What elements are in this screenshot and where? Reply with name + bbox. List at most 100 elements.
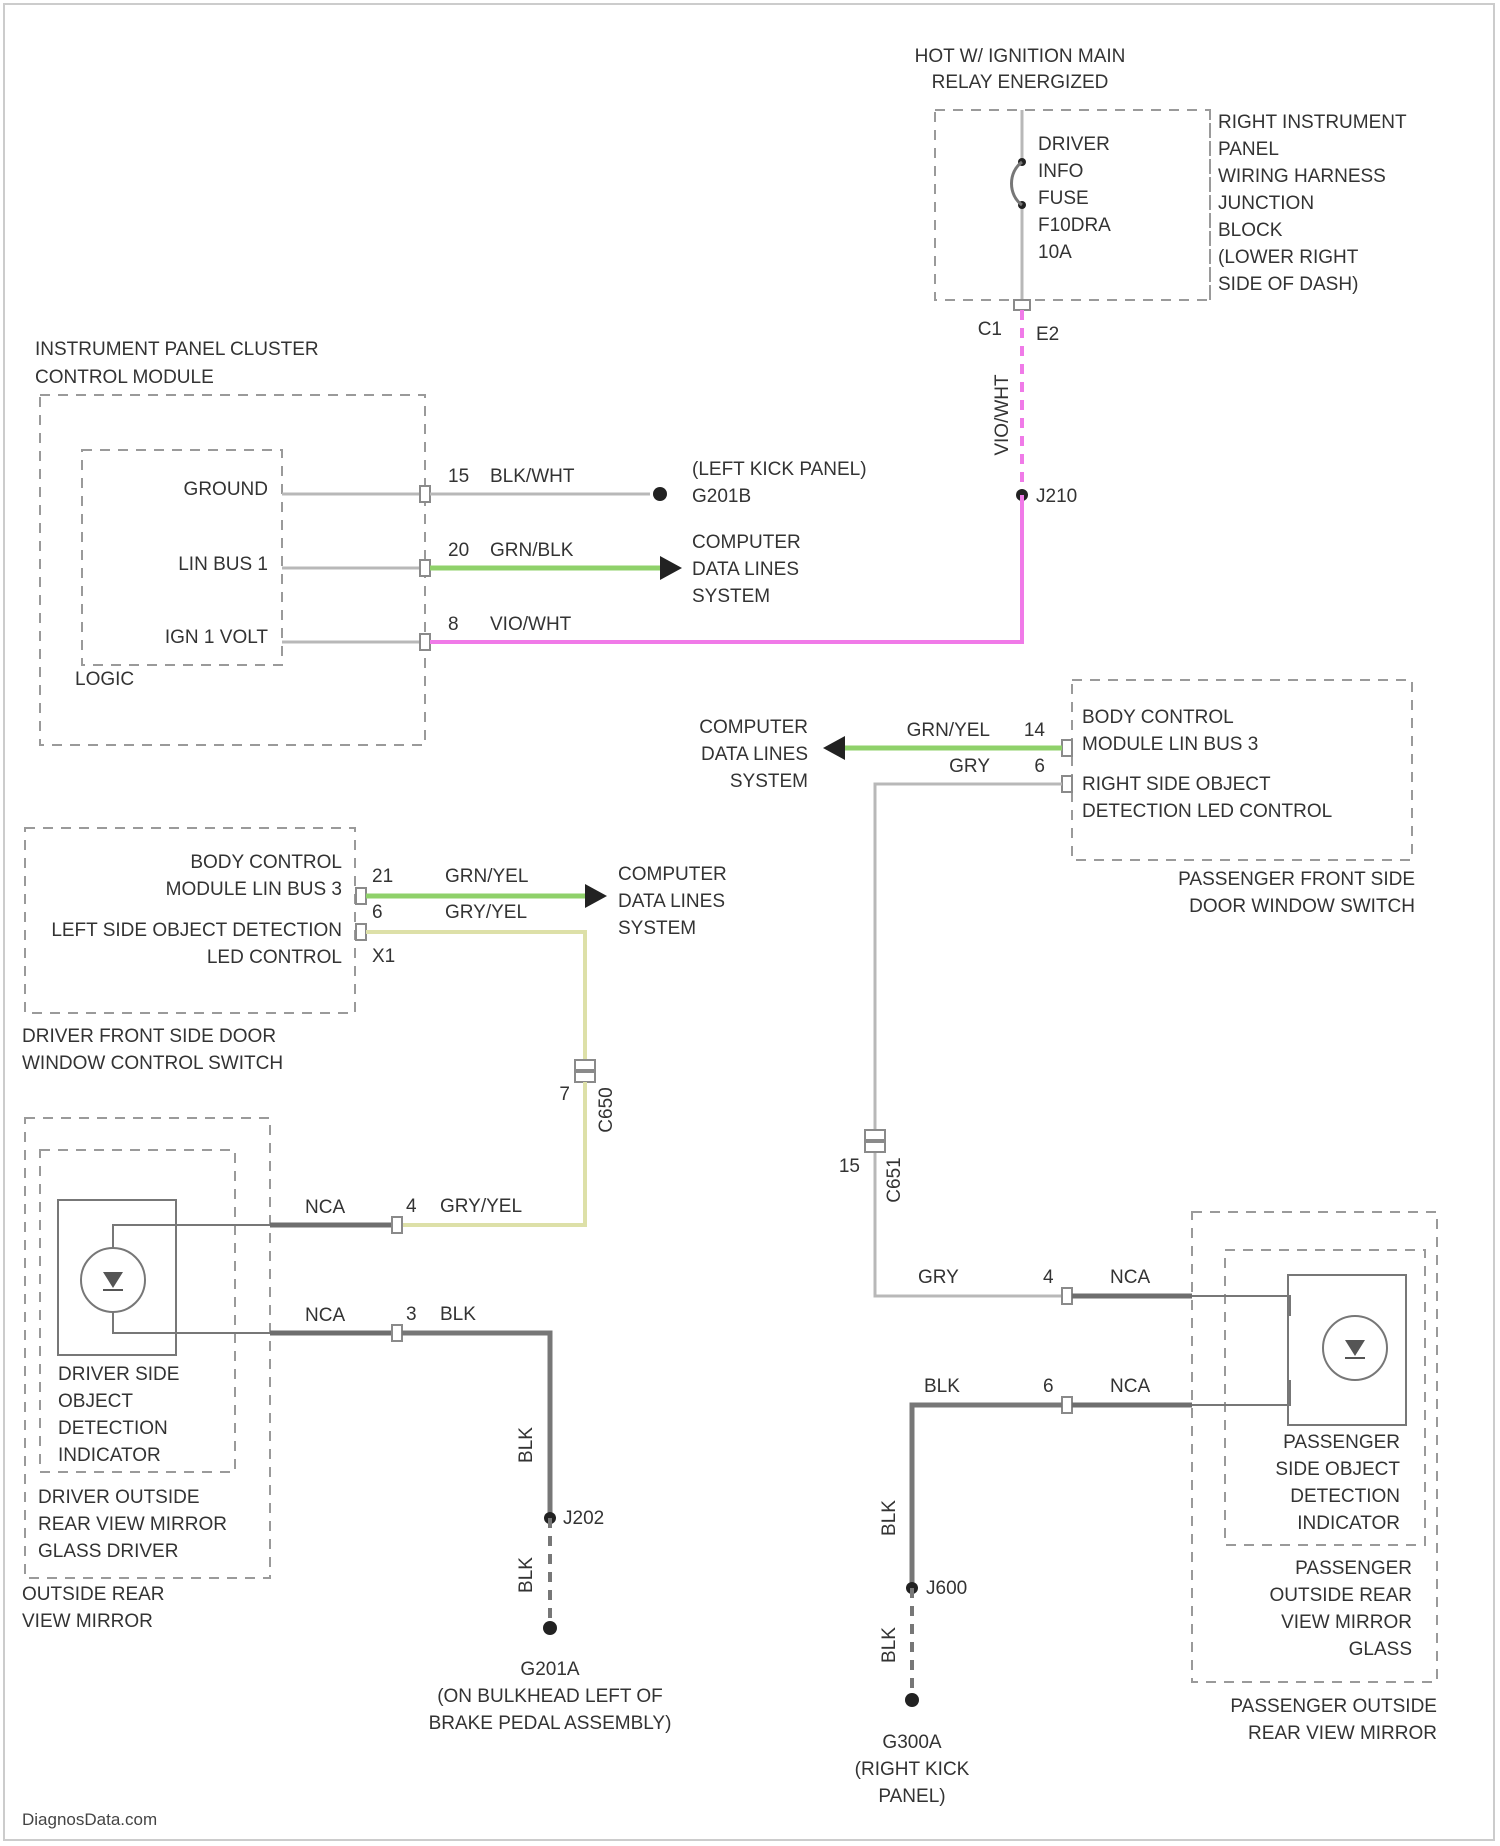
hot-relay-line1: HOT W/ IGNITION MAIN bbox=[915, 46, 1126, 67]
kick-ground-label-1: (LEFT KICK PANEL) bbox=[692, 459, 867, 480]
pass-led-control-wire bbox=[875, 784, 1062, 1296]
fuse-pin-b: E2 bbox=[1036, 324, 1059, 345]
fuse-block-connector bbox=[1014, 300, 1030, 310]
ipc-ground-label: GROUND bbox=[184, 479, 268, 500]
pink-wire-color-label: VIO/WHT bbox=[992, 374, 1013, 456]
pass-glass-label-4: GLASS bbox=[1349, 1639, 1412, 1660]
drv-switch-name-2: WINDOW CONTROL SWITCH bbox=[22, 1053, 283, 1074]
left-ground-label-1: G201A bbox=[520, 1659, 579, 1680]
drv-glass-label-2: REAR VIEW MIRROR bbox=[38, 1514, 227, 1535]
cdl3-label-3: SYSTEM bbox=[618, 918, 696, 939]
junction-block-label-7: SIDE OF DASH) bbox=[1218, 274, 1358, 295]
pass-indicator-label-2: SIDE OBJECT bbox=[1275, 1459, 1400, 1480]
pass-switch-obj-1: RIGHT SIDE OBJECT bbox=[1082, 774, 1271, 795]
pass-indicator-label-1: PASSENGER bbox=[1283, 1432, 1400, 1453]
ipc-lin-label: LIN BUS 1 bbox=[178, 554, 268, 575]
drv-lin-bus-3-arrow bbox=[585, 884, 607, 908]
kick-ground-label-2: G201B bbox=[692, 486, 751, 507]
c650-pin: 7 bbox=[559, 1084, 570, 1105]
left-ground-label-2: (ON BULKHEAD LEFT OF bbox=[437, 1686, 663, 1707]
right-ground-blk-b: BLK bbox=[879, 1627, 900, 1663]
cdl1-label-2: DATA LINES bbox=[692, 559, 799, 580]
connector-c650 bbox=[575, 1060, 595, 1070]
drv-indicator-label-4: INDICATOR bbox=[58, 1445, 161, 1466]
ipc-wire2-color: GRN/BLK bbox=[490, 540, 574, 561]
drv-color-2: BLK bbox=[440, 1304, 476, 1325]
footer-watermark: DiagnosData.com bbox=[22, 1810, 157, 1829]
drv-glass-label-1: DRIVER OUTSIDE bbox=[38, 1487, 200, 1508]
pass-switch-obj-2: DETECTION LED CONTROL bbox=[1082, 801, 1332, 822]
pass-switch-bcm-2: MODULE LIN BUS 3 bbox=[1082, 734, 1258, 755]
drv-switch-bcm-2: MODULE LIN BUS 3 bbox=[166, 879, 342, 900]
ipc-wire2-pin: 20 bbox=[448, 540, 469, 561]
ground-g201a bbox=[543, 1621, 557, 1635]
junction-block-label-6: (LOWER RIGHT bbox=[1218, 247, 1359, 268]
c651-pin: 15 bbox=[839, 1156, 860, 1177]
drv-mirror-label-1: OUTSIDE REAR bbox=[22, 1584, 165, 1605]
drv-indicator-label-3: DETECTION bbox=[58, 1418, 168, 1439]
pass-nca-1: NCA bbox=[1110, 1267, 1150, 1288]
fuse-label-5: 10A bbox=[1038, 242, 1072, 263]
pass-ground-wire bbox=[912, 1405, 1062, 1588]
fuse-label-3: FUSE bbox=[1038, 188, 1089, 209]
cdl1-label-3: SYSTEM bbox=[692, 586, 770, 607]
drv-pin-2: 3 bbox=[406, 1304, 417, 1325]
pass-mirror-label-2: REAR VIEW MIRROR bbox=[1248, 1723, 1437, 1744]
drv-switch-pin-c: X1 bbox=[372, 946, 395, 967]
pass-switch-name-2: DOOR WINDOW SWITCH bbox=[1189, 896, 1415, 917]
ipc-wire1-color: BLK/WHT bbox=[490, 466, 575, 487]
c650-name: C650 bbox=[596, 1087, 617, 1132]
fuse-label-4: F10DRA bbox=[1038, 215, 1111, 236]
drv-switch-color-a: GRN/YEL bbox=[445, 866, 528, 887]
drv-pin-1: 4 bbox=[406, 1196, 417, 1217]
pass-switch-color-b: GRY bbox=[949, 756, 990, 777]
junction-block-label-1: RIGHT INSTRUMENT bbox=[1218, 112, 1407, 133]
right-ground-blk-a: BLK bbox=[879, 1500, 900, 1536]
splice-j202-label: J202 bbox=[563, 1508, 604, 1529]
pass-lin-bus-3-arrow bbox=[823, 736, 845, 760]
pass-pin-2: 6 bbox=[1043, 1376, 1054, 1397]
ipc-ign-label: IGN 1 VOLT bbox=[165, 627, 269, 648]
ground-terminal-g201b bbox=[653, 487, 667, 501]
junction-block-label-3: WIRING HARNESS bbox=[1218, 166, 1386, 187]
pass-nca-2: NCA bbox=[1110, 1376, 1150, 1397]
ipc-wire3-pin: 8 bbox=[448, 614, 459, 635]
pass-indicator-label-4: INDICATOR bbox=[1297, 1513, 1400, 1534]
drv-nca-1: NCA bbox=[305, 1197, 345, 1218]
pass-switch-pin-b: 6 bbox=[1034, 756, 1045, 777]
drv-switch-obj-1: LEFT SIDE OBJECT DETECTION bbox=[51, 920, 342, 941]
fuse-label-1: DRIVER bbox=[1038, 134, 1110, 155]
ground-g300a bbox=[905, 1693, 919, 1707]
ipc-logic-label: LOGIC bbox=[75, 669, 134, 690]
ipc-wire1-pin: 15 bbox=[448, 466, 469, 487]
pass-mirror-label-1: PASSENGER OUTSIDE bbox=[1230, 1696, 1437, 1717]
pass-switch-pin-a: 14 bbox=[1024, 720, 1046, 741]
cdl2-label-1: COMPUTER bbox=[699, 717, 808, 738]
ipc-label-2: CONTROL MODULE bbox=[35, 367, 214, 388]
splice-j210-label: J210 bbox=[1036, 486, 1077, 507]
drv-led-control-wire bbox=[366, 932, 585, 1060]
left-ground-blk-a: BLK bbox=[516, 1427, 537, 1463]
pass-indicator-frame bbox=[1288, 1275, 1406, 1425]
right-ground-label-3: PANEL) bbox=[878, 1786, 945, 1807]
drv-mirror-outer-box bbox=[25, 1118, 270, 1578]
pass-blk: BLK bbox=[924, 1376, 960, 1397]
drv-switch-name-1: DRIVER FRONT SIDE DOOR bbox=[22, 1026, 276, 1047]
drv-glass-label-3: GLASS DRIVER bbox=[38, 1541, 178, 1562]
cdl2-label-3: SYSTEM bbox=[730, 771, 808, 792]
c651-name: C651 bbox=[884, 1157, 905, 1202]
cdl3-label-2: DATA LINES bbox=[618, 891, 725, 912]
right-ground-label-1: G300A bbox=[882, 1732, 941, 1753]
left-ground-blk-b: BLK bbox=[516, 1557, 537, 1593]
junction-block-label-4: JUNCTION bbox=[1218, 193, 1314, 214]
cdl2-label-2: DATA LINES bbox=[701, 744, 808, 765]
drv-mirror-label-2: VIEW MIRROR bbox=[22, 1611, 153, 1632]
junction-block-label-2: PANEL bbox=[1218, 139, 1279, 160]
pass-pin-1: 4 bbox=[1043, 1267, 1054, 1288]
connector-c651 bbox=[865, 1130, 885, 1140]
ipc-wire3-color: VIO/WHT bbox=[490, 614, 572, 635]
drv-ground-wire bbox=[402, 1333, 550, 1518]
drv-nca-2: NCA bbox=[305, 1305, 345, 1326]
drv-switch-bcm-1: BODY CONTROL bbox=[190, 852, 342, 873]
